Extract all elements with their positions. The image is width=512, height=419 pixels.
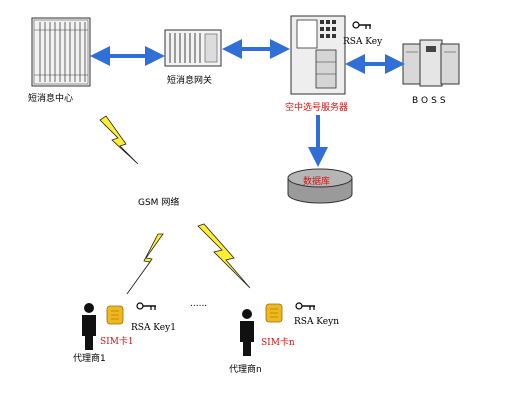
- gsm-network-label: GSM 网络: [138, 196, 179, 208]
- agents-ellipsis: ......: [190, 299, 207, 309]
- rsa-key-label-agent1: RSA Key1: [131, 323, 176, 333]
- key-icon-agent1: [136, 302, 156, 310]
- sim-label-agentn: SIM卡n: [261, 336, 295, 348]
- agent-label-n: 代理商n: [229, 363, 262, 375]
- lightning-icon-agentn: [197, 223, 251, 289]
- database-label: 数据库: [303, 175, 330, 187]
- rsa-key-label: RSA Key: [343, 37, 383, 47]
- agent-label-1: 代理商1: [73, 352, 106, 364]
- key-icon: [352, 21, 371, 29]
- sms-center-label: 短消息中心: [28, 92, 73, 104]
- lightning-icon-agent1: [126, 233, 164, 295]
- lightning-icon-center: [99, 115, 139, 165]
- sim-label-agent1: SIM卡1: [100, 335, 134, 347]
- person-icon-agent1: [82, 303, 96, 350]
- rsa-key-label-agentn: RSA Keyn: [294, 317, 339, 327]
- sim-chip-icon-agentn: [265, 303, 283, 323]
- boss-label: BOSS: [412, 96, 449, 106]
- ota-server-icon: [290, 15, 346, 95]
- boss-server-icon: [402, 39, 460, 87]
- key-icon-agentn: [295, 302, 315, 310]
- person-icon-agentn: [240, 309, 254, 356]
- sms-center-icon: [31, 17, 91, 87]
- ota-server-label: 空中选号服务器: [285, 101, 348, 113]
- sim-chip-icon-agent1: [106, 305, 124, 325]
- database-icon: [287, 168, 353, 204]
- sms-gateway-icon: [164, 29, 222, 67]
- sms-gateway-label: 短消息网关: [167, 74, 212, 86]
